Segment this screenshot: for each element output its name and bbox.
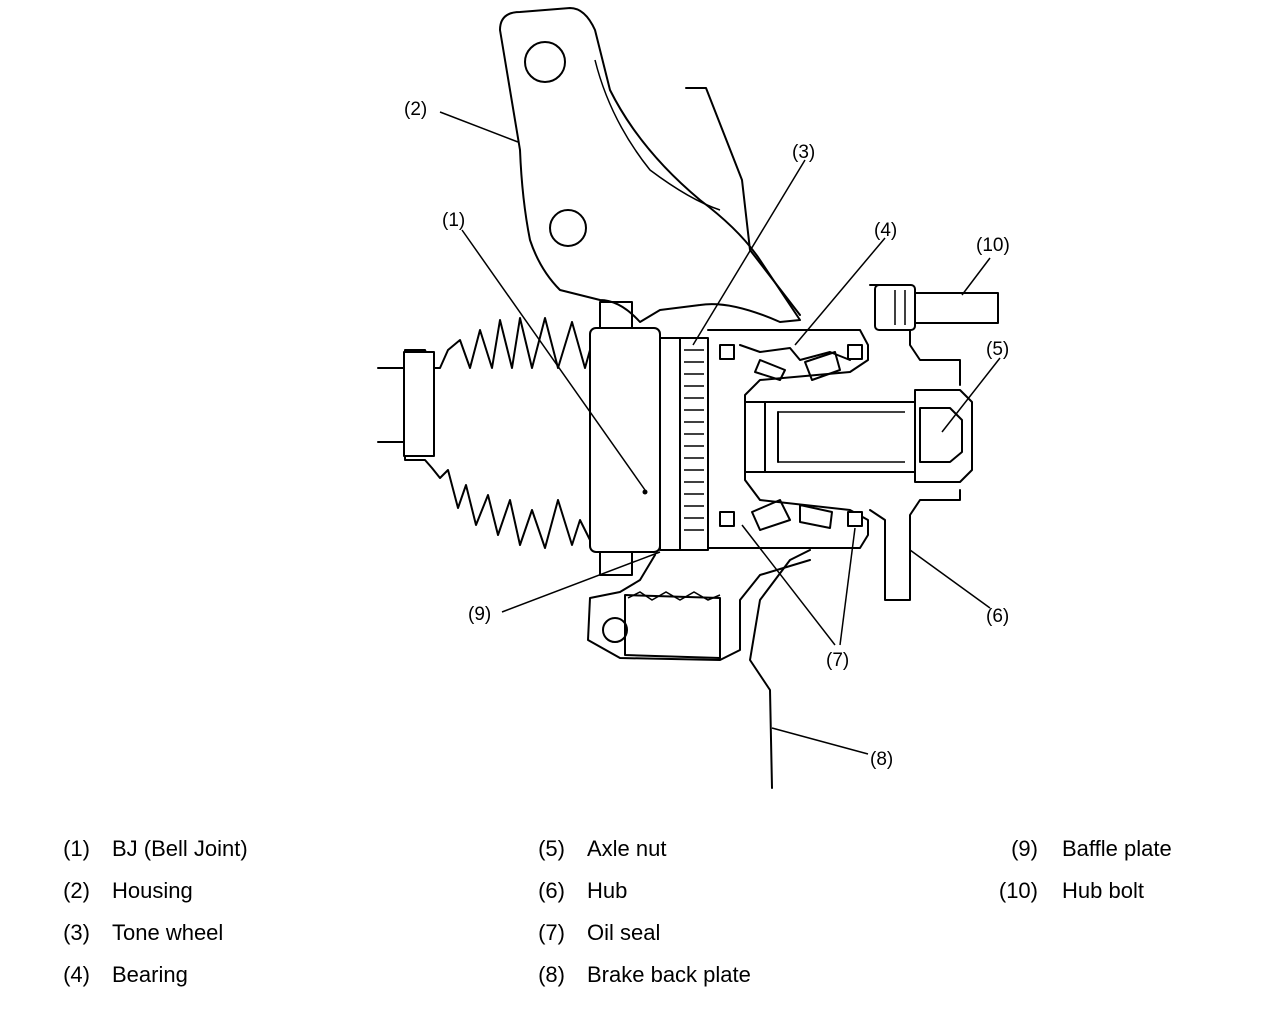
legend-number: (6) [538,878,565,903]
leader-lines [439,111,1001,755]
parts-legend: (1) BJ (Bell Joint) (2) Housing (3) Tone… [0,828,1280,1008]
legend-number: (1) [63,836,90,861]
legend-number: (8) [538,962,565,987]
callout-5: (5) [986,339,1009,360]
tone-wheel-drawing [659,337,709,551]
hub-bolt-drawing [874,284,999,331]
legend-label: Bearing [112,962,188,987]
callout-4: (4) [874,220,897,241]
callout-10: (10) [976,235,1010,256]
bell-joint-boot-drawing [377,301,661,576]
legend-number: (7) [538,920,565,945]
callout-7: (7) [826,650,849,671]
legend-label: Housing [112,878,193,903]
callout-8: (8) [870,749,893,770]
legend-label: Baffle plate [1062,836,1172,861]
legend-label: BJ (Bell Joint) [112,836,248,861]
legend-number: (10) [998,878,1038,903]
callout-1: (1) [442,210,465,231]
axle-and-nut-drawing [744,389,973,483]
legend-number: (5) [538,836,565,861]
legend-label: Hub [587,878,628,903]
legend-number: (4) [63,962,90,987]
legend-number: (2) [63,878,90,903]
legend-label: Axle nut [587,836,667,861]
legend-label: Oil seal [587,920,661,945]
brake-back-plate-drawing [685,87,811,789]
callout-9: (9) [468,604,491,625]
legend-number: (9) [1011,836,1038,861]
legend-label: Hub bolt [1062,878,1144,903]
callout-3: (3) [792,142,815,163]
legend-label: Tone wheel [112,920,224,945]
legend-label: Brake back plate [587,962,751,987]
hub-assembly-diagram: (2) (1) (3) (4) (10) (5) (6) (7) (8) (9) [377,7,1010,789]
housing-drawing [499,7,801,323]
callout-2: (2) [404,99,427,120]
legend-number: (3) [63,920,90,945]
callout-6: (6) [986,606,1009,627]
hub-and-bearing-drawing [587,329,869,661]
